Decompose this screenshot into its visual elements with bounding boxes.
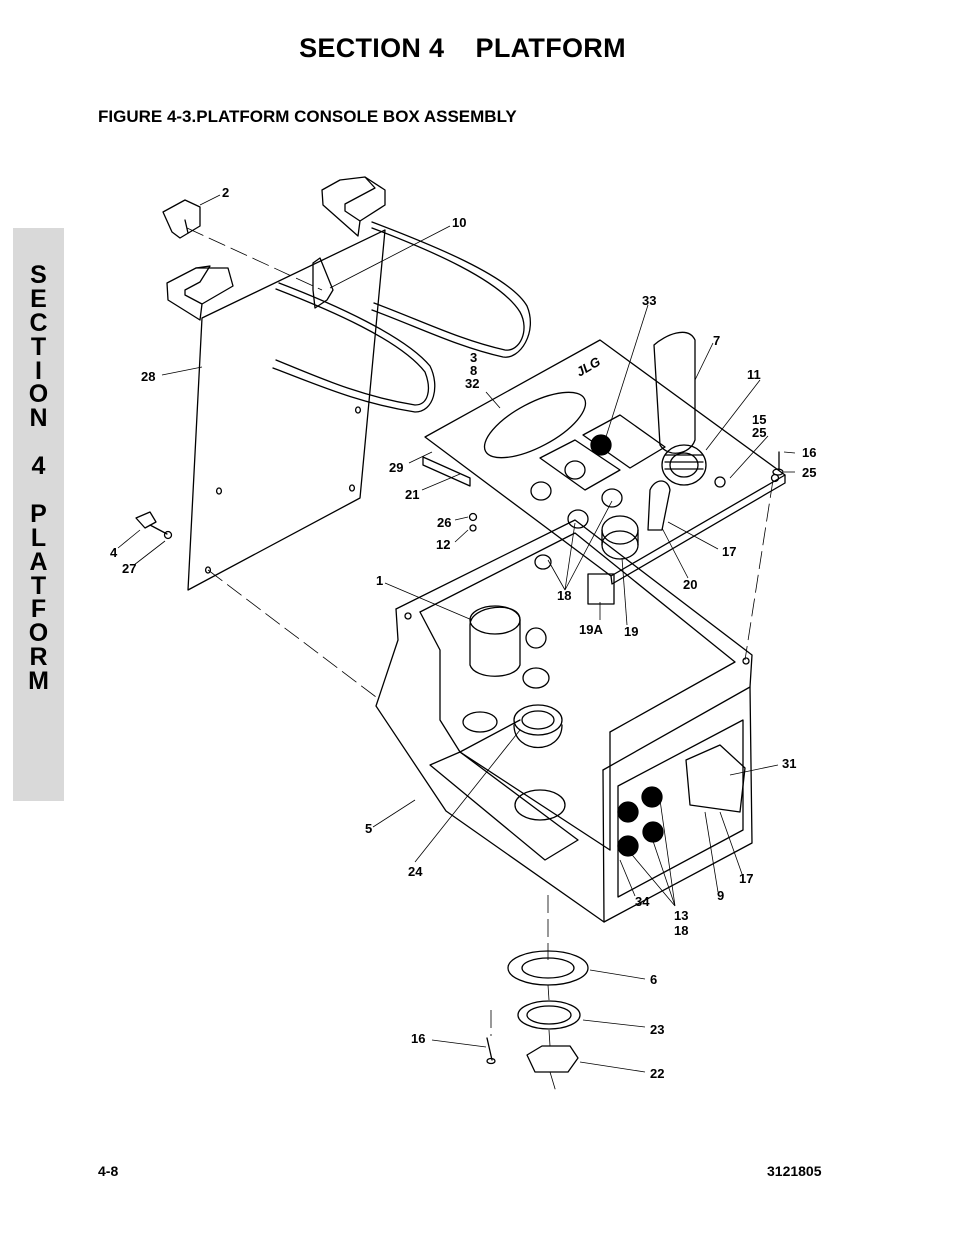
washer [163,530,173,540]
small-bracket [162,199,201,239]
callout-labels: 2 10 33 7 11 3 8 32 28 15 25 16 25 29 21… [110,185,816,1081]
callout: 27 [122,561,136,576]
section-title: SECTION 4 PLATFORM [299,33,626,63]
side-tab-letter: L [30,523,47,552]
callout: 18 [557,588,571,603]
side-tab-letter: O [28,619,49,648]
side-tab-letter: P [30,499,47,528]
control-panel [424,331,786,605]
callout: 21 [405,487,419,502]
callout: 13 [674,908,688,923]
page-number: 4-8 [98,1163,119,1179]
side-tab-letter: E [30,284,47,313]
callout: 2 [222,185,229,200]
callout: 29 [389,460,403,475]
callout: 25 [802,465,816,480]
side-tab-letter: A [29,547,48,576]
washer [772,468,784,476]
latch [312,257,334,309]
mounting-hardware [486,950,589,1073]
mounting-plate [166,176,386,591]
callout: 15 [752,412,766,427]
callout: 25 [752,425,766,440]
callout: 18 [674,923,688,938]
jlg-logo: JLG [574,354,603,380]
callout: 9 [717,888,724,903]
handle-rail [272,221,532,413]
callout: 12 [436,537,450,552]
callout: 4 [110,545,118,560]
callout: 5 [365,821,372,836]
callout: 19 [624,624,638,639]
callout: 17 [739,871,753,886]
callout: 16 [802,445,816,460]
callout: 31 [782,756,796,771]
bolt [135,511,168,535]
figure-title: FIGURE 4-3.PLATFORM CONSOLE BOX ASSEMBLY [98,107,517,126]
callout: 17 [722,544,736,559]
callout: 24 [408,864,423,879]
side-tab-letter: C [29,308,48,337]
callout: 8 [470,363,477,378]
callout: 32 [465,376,479,391]
callout: 6 [650,972,657,987]
callout: 19A [579,622,603,637]
nut [469,524,477,532]
washer [468,512,478,522]
side-tab-letter: R [29,643,48,672]
side-tab-letter: T [30,571,47,600]
callout: 7 [713,333,720,348]
console-box [375,519,753,923]
callout: 23 [650,1022,664,1037]
callout: 16 [411,1031,425,1046]
callout: 11 [747,367,761,382]
callout: 26 [437,515,451,530]
callout: 34 [635,894,650,909]
callout: 3 [470,350,477,365]
callout: 1 [376,573,383,588]
callout: 20 [683,577,697,592]
callout: 10 [452,215,466,230]
side-tab-letter: S [30,261,47,289]
callout: 28 [141,369,155,384]
callout: 22 [650,1066,664,1081]
side-tab-letter: T [30,332,47,361]
leader-lines [117,194,796,1073]
decal-strip [422,456,471,487]
relay-and-connector [469,605,563,748]
side-tab-letter: I [35,356,42,385]
side-tab-letter: 4 [31,452,46,481]
callout: 33 [642,293,656,308]
side-tab-letter: N [29,404,48,433]
document-number: 3121805 [767,1163,822,1179]
side-tab-letter: O [28,380,49,409]
side-tab-letter: M [28,667,49,696]
side-tab-letter: F [30,595,47,624]
assembly-guide-lines [186,227,774,1093]
